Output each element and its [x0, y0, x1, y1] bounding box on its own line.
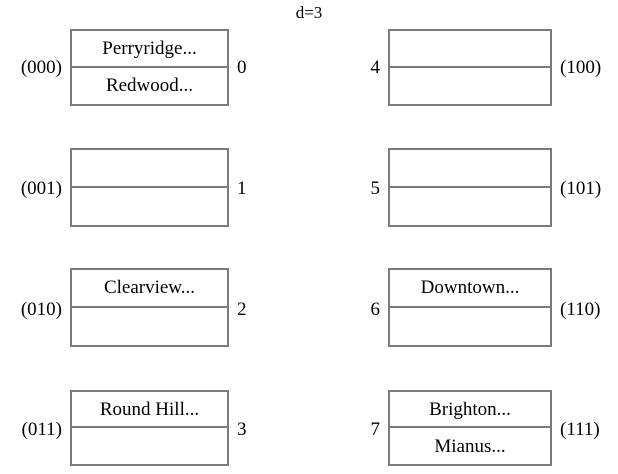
bucket-slot: Brighton... [390, 392, 550, 428]
bucket-slot [72, 428, 227, 464]
bucket-slot [390, 31, 550, 68]
bucket-001[interactable] [70, 148, 229, 227]
bucket-slot [390, 188, 550, 226]
bucket-binary-label-110: (110) [560, 299, 601, 320]
bucket-binary-label-010: (010) [20, 299, 62, 320]
bucket-slot: Perryridge... [72, 31, 227, 68]
bucket-index-label-5: 5 [370, 178, 381, 199]
diagram-title: d=3 [295, 3, 323, 22]
bucket-100[interactable] [388, 29, 552, 106]
bucket-binary-label-100: (100) [560, 57, 602, 78]
bucket-101[interactable] [388, 148, 552, 227]
bucket-slot: Clearview... [72, 270, 227, 308]
bucket-slot: Redwood... [105, 75, 194, 97]
bucket-111[interactable]: Brighton... Mianus... [388, 390, 552, 466]
bucket-binary-label-011: (011) [21, 419, 62, 440]
bucket-binary-label-001: (001) [20, 178, 62, 199]
bucket-index-label-0: 0 [237, 57, 247, 78]
bucket-index-label-4: 4 [370, 57, 381, 78]
bucket-slot [390, 68, 550, 105]
bucket-index-label-3: 3 [237, 419, 247, 440]
bucket-slot: Round Hill... [72, 392, 227, 428]
bucket-slot: Downtown... [390, 270, 550, 308]
bucket-010[interactable]: Clearview... [70, 268, 229, 347]
bucket-binary-label-000: (000) [20, 57, 62, 78]
bucket-slot [72, 150, 227, 188]
bucket-slot [390, 150, 550, 188]
bucket-binary-label-111: (111) [560, 419, 600, 440]
bucket-binary-label-101: (101) [560, 178, 602, 199]
bucket-index-label-6: 6 [370, 299, 381, 320]
bucket-slot [72, 308, 227, 346]
bucket-index-label-7: 7 [370, 419, 381, 440]
bucket-110[interactable]: Downtown... [388, 268, 552, 347]
bucket-index-label-1: 1 [237, 178, 247, 199]
bucket-slot: Mianus... [434, 435, 506, 457]
bucket-slot [72, 188, 227, 226]
bucket-slot [390, 308, 550, 346]
bucket-index-label-2: 2 [237, 299, 247, 320]
bucket-000[interactable]: Perryridge... Redwood... [70, 29, 229, 106]
bucket-011[interactable]: Round Hill... [70, 390, 229, 466]
